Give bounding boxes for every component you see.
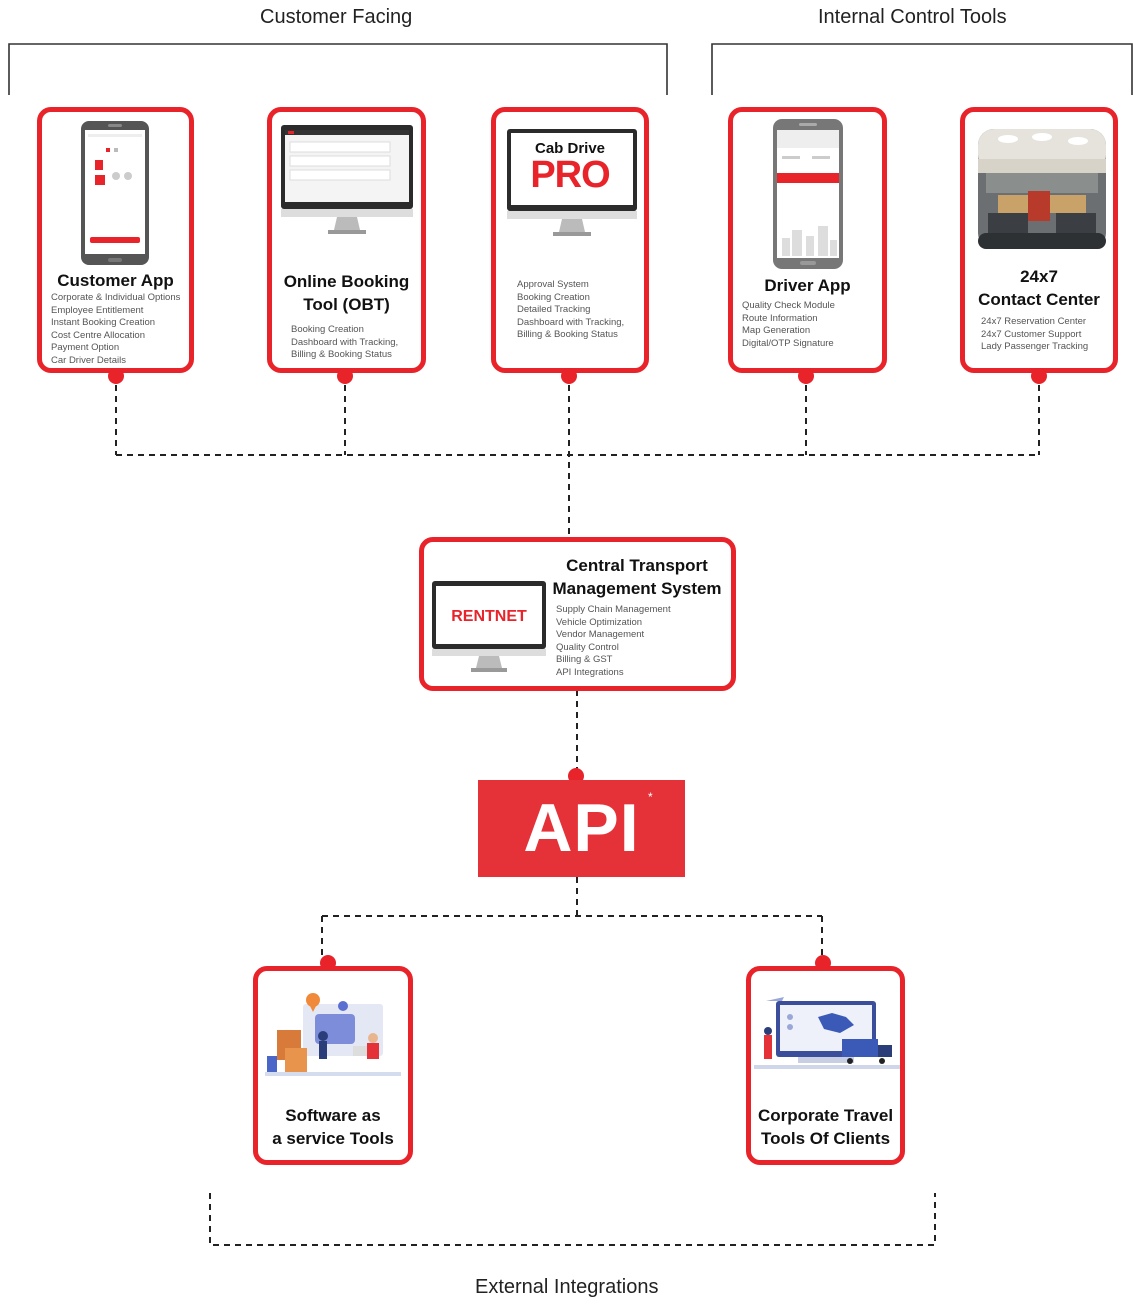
feature-item: Cost Centre Allocation [51,329,145,341]
rentnet-logo-text: RENTNET [451,608,527,625]
obt-features: Booking Creation Dashboard with Tracking… [291,324,398,362]
driver-app-title: Driver App [764,276,851,295]
driver-app-card[interactable]: Driver App Quality Check Module Route In… [728,107,887,373]
feature-item: 24x7 Customer Support [981,328,1082,340]
customer-app-card[interactable]: Customer App Corporate & Individual Opti… [37,107,194,373]
obt-title-line1: Online Booking [283,272,410,291]
phone-mockup-image [773,119,843,269]
ctms-title-line1: Central Transport [566,556,708,575]
customer-app-connector-dot [108,368,124,384]
feature-item: Booking Creation [291,324,364,335]
phone-mockup-image [81,121,149,265]
saas-title-line2: a service Tools [272,1129,394,1148]
driver-app-connector-dot [798,368,814,384]
customer-facing-title: Customer Facing [260,6,413,28]
feature-item: Vehicle Optimization [556,616,643,628]
saas-card[interactable]: Software as a service Tools [253,966,413,1165]
contact-center-features: 24x7 Reservation Center 24x7 Customer Su… [981,316,1088,354]
feature-item: Booking Creation [517,291,590,303]
api-block[interactable]: API * [478,780,685,877]
ctms-features: Supply Chain Management Vehicle Optimiza… [556,604,671,680]
api-label: API [523,790,640,866]
feature-item: Lady Passenger Tracking [981,341,1089,353]
feature-item: Approval System [517,279,589,290]
cabdrive-connector-dot [561,368,577,384]
feature-item: Dashboard with Tracking, [517,316,625,328]
monitor-mockup-image [281,125,413,234]
monitor-mockup-image [432,581,546,672]
external-bracket [209,1193,936,1246]
ctms-title-line2: Management System [552,579,722,598]
monitor-mockup-image [507,129,637,236]
feature-item: 24x7 Reservation Center [981,316,1087,327]
driver-app-features: Quality Check Module Route Information M… [742,300,835,350]
feature-item: Quality Control [556,641,619,653]
corporate-title-line2: Tools Of Clients [760,1129,891,1148]
feature-item: Employee Entitlement [51,304,144,316]
feature-item: Digital/OTP Signature [742,337,834,349]
internal-control-bracket [711,43,1133,95]
corporate-title-line1: Corporate Travel [757,1106,894,1125]
feature-item: Billing & Booking Status [517,329,618,341]
cabdrive-logo-top: Cab Drive [534,140,606,157]
contact-center-title-line2: Contact Center [978,290,1100,309]
feature-item: Instant Booking Creation [51,317,156,329]
obt-card[interactable]: Online Booking Tool (OBT) Booking Creati… [267,107,426,373]
api-asterisk: * [648,790,653,804]
corporate-travel-card[interactable]: Corporate Travel Tools Of Clients [746,966,905,1165]
feature-item: Supply Chain Management [556,604,671,615]
cabdrive-pro-card[interactable]: Cab Drive PRO Approval System Booking Cr… [491,107,649,373]
saas-illustration-image [265,993,401,1076]
cabdrive-features: Approval System Booking Creation Detaile… [517,279,624,342]
corporate-illustration-image [754,997,900,1069]
office-photo-image [978,129,1106,249]
customer-app-title: Customer App [57,271,174,290]
feature-item: Route Information [742,312,818,324]
cabdrive-logo-pro: PRO [530,154,610,196]
customer-app-features: Corporate & Individual Options Employee … [51,292,180,368]
feature-item: Map Generation [742,325,811,337]
obt-title-line2: Tool (OBT) [303,295,390,314]
contact-center-card[interactable]: 24x7 Contact Center 24x7 Reservation Cen… [960,107,1118,373]
feature-item: Corporate & Individual Options [51,292,181,303]
saas-title-line1: Software as [285,1106,381,1125]
contact-center-connector-dot [1031,368,1047,384]
feature-item: API Integrations [556,666,624,678]
feature-item: Billing & Booking Status [291,349,392,361]
feature-item: Detailed Tracking [517,304,591,316]
feature-item: Dashboard with Tracking, [291,336,399,348]
external-integrations-title: External Integrations [475,1276,659,1298]
internal-control-title: Internal Control Tools [818,6,1007,28]
feature-item: Billing & GST [556,654,613,666]
obt-connector-dot [337,368,353,384]
feature-item: Car Driver Details [51,354,126,366]
feature-item: Payment Option [51,342,120,354]
contact-center-title-line1: 24x7 [1020,267,1058,286]
feature-item: Vendor Management [556,629,645,641]
customer-facing-bracket [8,43,668,95]
feature-item: Quality Check Module [742,300,835,311]
ctms-card[interactable]: RENTNET Central Transport Management Sys… [419,537,736,691]
